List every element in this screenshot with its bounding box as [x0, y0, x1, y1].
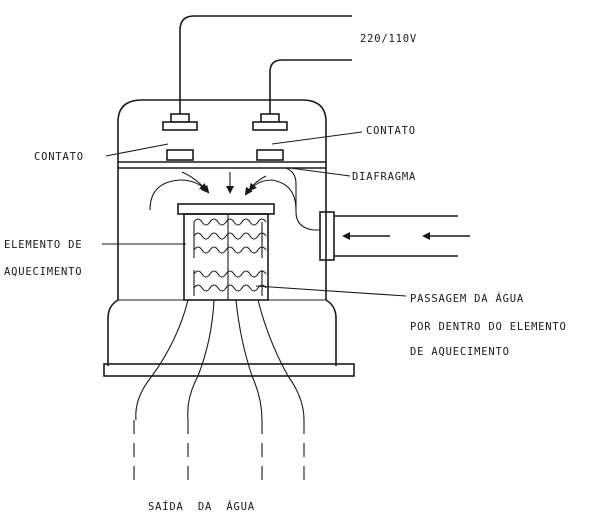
heating-coils — [193, 218, 267, 296]
heating-element — [177, 203, 275, 301]
water-inlet-pipe — [319, 211, 470, 261]
outflow-lines — [133, 299, 305, 482]
water-outlet-label: SAÍDA DA ÁGUA — [148, 500, 255, 513]
contact-right-label: CONTATO — [366, 125, 416, 137]
leader-lines — [102, 131, 407, 297]
heating-element-label-line1: ELEMENTO DE — [4, 239, 82, 251]
power-wires — [179, 15, 352, 114]
water-passage-label-line1: PASSAGEM DA ÁGUA — [410, 292, 524, 305]
water-passage-label-line3: DE AQUECIMENTO — [410, 346, 510, 358]
contact-terminals — [162, 113, 288, 161]
contact-left-label: CONTATO — [34, 151, 84, 163]
voltage-label: 220/110V — [360, 33, 417, 45]
diaphragm-label: DIAFRAGMA — [352, 171, 416, 183]
water-passage-label-line2: POR DENTRO DO ELEMENTO — [410, 321, 567, 333]
internal-flow-arrows — [149, 167, 320, 231]
heater-housing — [103, 99, 355, 377]
heating-element-label-line2: AQUECIMENTO — [4, 266, 82, 278]
